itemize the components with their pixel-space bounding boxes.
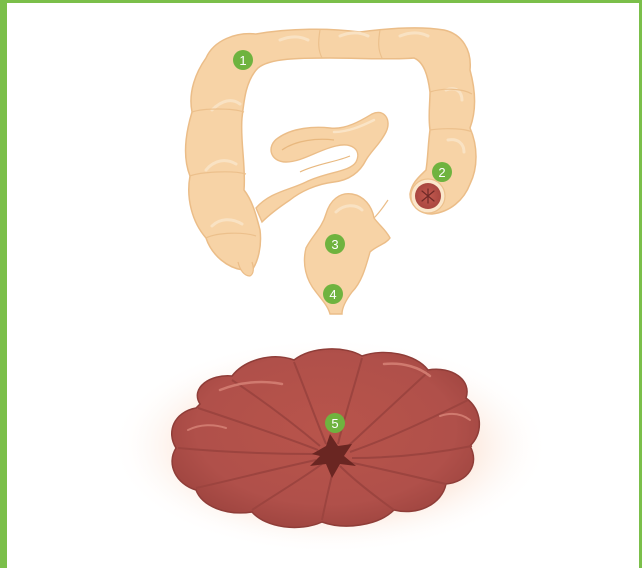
marker-2: 2 xyxy=(432,162,452,182)
marker-3: 3 xyxy=(325,234,345,254)
svg-text:5: 5 xyxy=(331,416,338,431)
marker-1: 1 xyxy=(233,50,253,70)
svg-text:1: 1 xyxy=(239,53,246,68)
rectum xyxy=(304,194,390,314)
marker-5: 5 xyxy=(325,413,345,433)
svg-text:3: 3 xyxy=(331,237,338,252)
stoma-closeup xyxy=(110,338,550,554)
svg-text:2: 2 xyxy=(438,165,445,180)
marker-4: 4 xyxy=(323,284,343,304)
small-stoma xyxy=(411,179,445,213)
svg-text:4: 4 xyxy=(329,287,336,302)
